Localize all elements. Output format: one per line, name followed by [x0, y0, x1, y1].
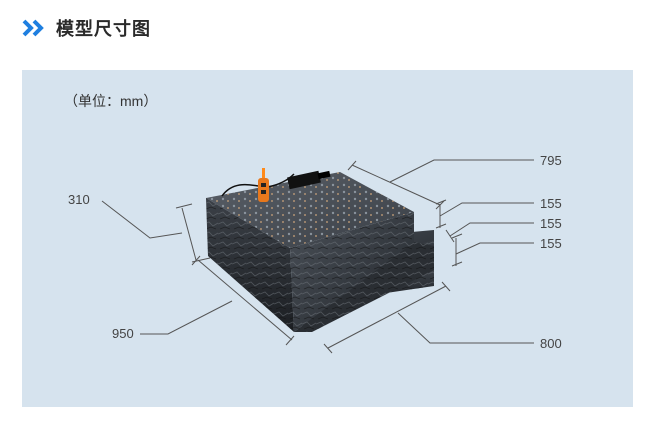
- dim-label-top-width: 795: [540, 153, 562, 168]
- dimension-lines: [101, 159, 534, 354]
- height-leader: [101, 200, 183, 239]
- bottom-width-dimension-line: [327, 285, 447, 349]
- bottom-width-leader: [397, 312, 534, 344]
- unit-label: （单位：mm）: [64, 93, 158, 109]
- controller-icon: [221, 168, 331, 202]
- length-leader: [140, 300, 233, 335]
- dimension-labels: 310 950 795 155 155 155 800: [68, 153, 562, 351]
- main-block: [206, 172, 434, 332]
- section-header: 模型尺寸图: [22, 14, 151, 42]
- double-chevron-right-icon: [22, 19, 44, 37]
- dim-label-layer-2: 155: [540, 216, 562, 231]
- dimension-diagram: 310 950 795 155 155 155 800: [68, 153, 562, 354]
- section-title: 模型尺寸图: [56, 19, 151, 39]
- diagram-panel: （单位：mm）: [22, 70, 633, 407]
- layer-3-leader: [455, 242, 534, 255]
- top-width-dimension-line: [351, 164, 441, 206]
- length-dimension-line: [197, 259, 293, 341]
- dim-label-height: 310: [68, 192, 90, 207]
- dim-label-length: 950: [112, 326, 134, 341]
- dim-label-layer-1: 155: [540, 196, 562, 211]
- height-dimension-line: [181, 207, 197, 261]
- layer-1-leader: [439, 202, 534, 217]
- dim-label-layer-3: 155: [540, 236, 562, 251]
- layer-2-leader: [449, 222, 534, 237]
- dim-label-bottom-width: 800: [540, 336, 562, 351]
- top-width-leader: [389, 159, 534, 183]
